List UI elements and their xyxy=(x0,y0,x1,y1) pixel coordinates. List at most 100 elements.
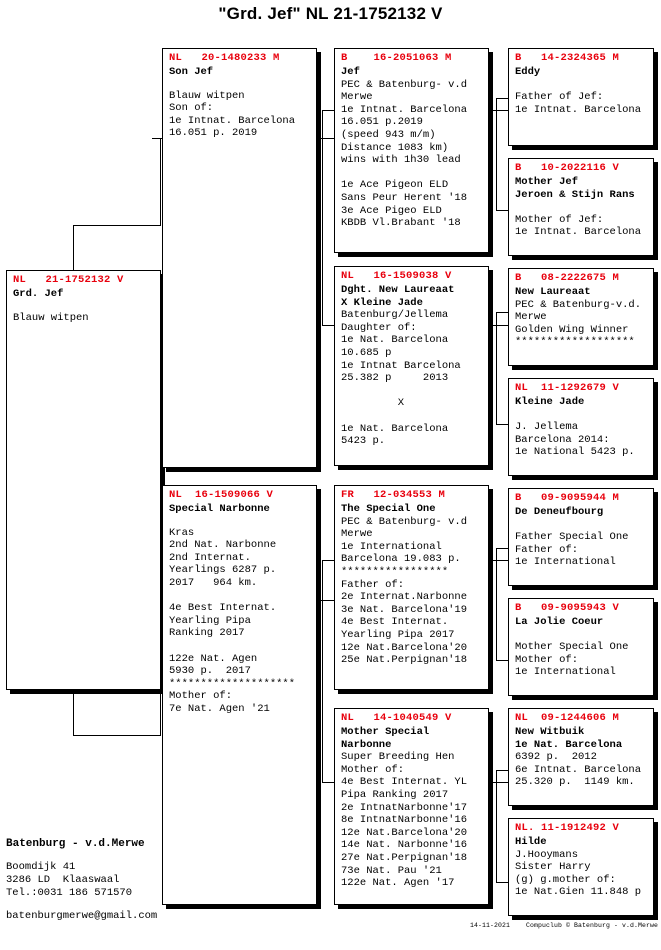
connector-g4-7-in xyxy=(496,770,508,771)
detail-line xyxy=(509,79,653,92)
breeder-address-line2: 3286 LD Klaaswaal xyxy=(6,874,120,886)
connector-gen2-bracket-top xyxy=(73,225,161,226)
connector-gen2-bracket-bottom xyxy=(73,735,161,736)
detail-line: 16.051 p.2019 xyxy=(341,116,423,129)
detail-line: Golden Wing Winner xyxy=(515,323,629,336)
pigeon-name: Special Narbonne xyxy=(169,503,270,515)
detail-line: J. Jellema xyxy=(515,421,579,434)
detail-line: Father of: xyxy=(341,578,405,591)
connector-g4-2-in xyxy=(496,210,508,211)
connector-g3-1-out xyxy=(480,110,508,111)
ring-number: B 08-2222675 M xyxy=(515,272,620,284)
detail-line xyxy=(509,409,653,422)
detail-line: PEC & Batenburg- v.d xyxy=(341,515,468,528)
spacer xyxy=(163,516,316,527)
detail-line: (speed 943 m/m) xyxy=(341,128,436,141)
pigeon-name: La Jolie Coeur xyxy=(515,616,604,628)
detail-line: Merwe xyxy=(341,528,373,541)
detail-line xyxy=(509,629,653,642)
detail-line: 4e Best Internat. xyxy=(169,602,277,615)
pedigree-box-gen4-3[interactable]: B 08-2222675 M New Laureaat PEC & Batenb… xyxy=(508,268,654,366)
breeder-name: Batenburg - v.d.Merwe xyxy=(6,838,145,850)
detail-line: Kras xyxy=(169,526,195,539)
detail-line: 3e Nat. Barcelona'19 xyxy=(341,603,468,616)
connector-g4-bracket-4 xyxy=(496,770,497,882)
detail-line: Mother of: xyxy=(169,690,233,703)
detail-line xyxy=(509,519,653,532)
detail-line: 16.051 p. 2019 xyxy=(169,127,258,140)
detail-line: 1e Nat.Gien 11.848 p xyxy=(515,886,642,899)
pedigree-box-gen4-1[interactable]: B 14-2324365 M Eddy Father of Jef: 1e In… xyxy=(508,48,654,146)
spacer xyxy=(163,79,316,90)
detail-line: 2nd Nat. Narbonne xyxy=(169,539,277,552)
detail-line: 4e Best Internat. xyxy=(341,616,449,629)
pedigree-box-gen3-1[interactable]: B 16-2051063 M Jef PEC & Batenburg- v.d … xyxy=(334,48,489,253)
connector-g4-bracket-3 xyxy=(496,548,497,660)
ring-number: NL 14-1040549 V xyxy=(341,712,452,724)
connector-g3-3-in xyxy=(322,560,334,561)
detail-line: Son of: xyxy=(169,102,214,115)
connector-g4-4-in xyxy=(496,424,508,425)
detail-line: 122e Nat. Agen xyxy=(169,652,258,665)
detail-line: ******************* xyxy=(515,336,635,349)
ring-number: NL 09-1244606 M xyxy=(515,712,620,724)
detail-line: J.Hooymans xyxy=(515,848,579,861)
connector-g4-6-in xyxy=(496,660,508,661)
connector-g3-2-in xyxy=(322,325,334,326)
pedigree-box-gen4-4[interactable]: NL 11-1292679 V Kleine Jade J. Jellema B… xyxy=(508,378,654,476)
pedigree-box-gen4-6[interactable]: B 09-9095943 V La Jolie Coeur Mother Spe… xyxy=(508,598,654,696)
detail-line: 7e Nat. Agen '21 xyxy=(169,702,270,715)
detail-line: Pipa Ranking 2017 xyxy=(341,788,449,801)
detail-line: ***************** xyxy=(341,565,449,578)
detail-line: X xyxy=(341,397,405,410)
pedigree-box-gen3-4[interactable]: NL 14-1040549 V Mother Special Narbonne … xyxy=(334,708,489,905)
pedigree-box-gen2-1[interactable]: NL 20-1480233 M Son Jef Blauw witpen Son… xyxy=(162,48,317,468)
pigeon-name: Eddy xyxy=(515,66,541,78)
connector-g3-1-in xyxy=(322,110,334,111)
detail-line: Barcelona 2014: xyxy=(515,433,610,446)
detail-line: PEC & Batenburg-v.d. xyxy=(515,298,642,311)
pedigree-box-gen3-3[interactable]: FR 12-034553 M The Special One PEC & Bat… xyxy=(334,485,489,690)
detail-line: 1e International xyxy=(341,540,442,553)
detail-line: 4e Best Internat. YL xyxy=(341,776,468,789)
pigeon-name: New Laureaat xyxy=(515,286,591,298)
pedigree-box-gen3-2[interactable]: NL 16-1509038 V Dght. New Laureaat X Kle… xyxy=(334,266,489,466)
detail-line: 27e Nat.Perpignan'18 xyxy=(341,851,468,864)
connector-gen2-lower-riser xyxy=(73,690,74,735)
connector-g4-8-in xyxy=(496,882,508,883)
detail-line xyxy=(163,590,316,603)
ring-number: FR 12-034553 M xyxy=(341,489,446,501)
pedigree-box-gen4-7[interactable]: NL 09-1244606 M New Witbuik 1e Nat. Barc… xyxy=(508,708,654,806)
detail-line: 25e Nat.Perpignan'18 xyxy=(341,654,468,667)
detail-line: Sans Peur Herent '18 xyxy=(341,191,468,204)
connector-subject-out xyxy=(73,225,74,270)
detail-line: 3e Ace Pigeo ELD xyxy=(341,204,442,217)
connector-g3-4-out xyxy=(480,782,508,783)
detail-line: Father of Jef: xyxy=(515,91,604,104)
detail-line: (g) g.mother of: xyxy=(515,873,616,886)
software-credit: 14-11-2021 Compuclub © Batenburg - v.d.M… xyxy=(470,922,659,929)
detail-line: 25.382 p 2013 xyxy=(341,372,449,385)
pigeon-name-2: Jeroen & Stijn Rans xyxy=(515,188,635,201)
pigeon-name: Mother Special xyxy=(341,726,430,738)
connector-g4-1-in xyxy=(496,98,508,99)
ring-number: B 09-9095944 M xyxy=(515,492,620,504)
pedigree-box-gen4-2[interactable]: B 10-2022116 V Mother Jef Jeroen & Stijn… xyxy=(508,158,654,256)
detail-line: 1e Nat. Barcelona xyxy=(341,422,449,435)
pigeon-name: Dght. New Laureaat xyxy=(341,284,455,296)
connector-gen2-riser xyxy=(160,138,161,226)
detail-line: 73e Nat. Pau '21 xyxy=(341,864,442,877)
spacer xyxy=(7,301,160,312)
detail-line: 6392 p. 2012 xyxy=(515,751,597,764)
breeder-phone: Tel.:0031 186 571570 xyxy=(6,887,133,899)
detail-line: 1e International xyxy=(515,556,616,569)
breeder-email[interactable]: batenburgmerwe@gmail.com xyxy=(6,910,158,922)
pedigree-box-gen4-8[interactable]: NL. 11-1912492 V Hilde J.Hooymans Sister… xyxy=(508,818,654,916)
detail-line xyxy=(335,167,488,180)
pedigree-box-gen4-5[interactable]: B 09-9095944 M De Deneufbourg Father Spe… xyxy=(508,488,654,586)
ring-number: NL. 11-1912492 V xyxy=(515,822,620,834)
pedigree-box-gen2-2[interactable]: NL 16-1509066 V Special Narbonne Kras 2n… xyxy=(162,485,317,905)
detail-line: 1e National 5423 p. xyxy=(515,446,635,459)
ring-number: NL 16-1509066 V xyxy=(169,489,274,501)
pedigree-box-subject[interactable]: NL 21-1752132 V Grd. Jef Blauw witpen xyxy=(6,270,161,690)
